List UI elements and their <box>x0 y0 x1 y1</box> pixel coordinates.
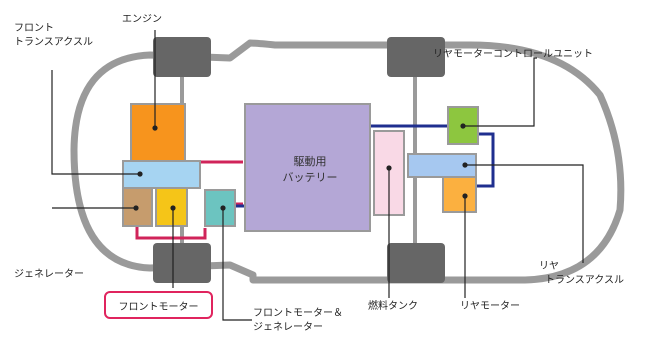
front-transaxle-label-line2: トランスアクスル <box>14 37 93 48</box>
front-motor-generator-label: フロントモーター＆ ジェネレーター <box>253 307 343 335</box>
rear-control-unit-label: リヤモーターコントロールユニット <box>433 49 593 60</box>
leader-dots <box>133 123 468 211</box>
pcu-block <box>204 189 236 227</box>
front-left-wheel <box>153 37 211 77</box>
front-motor-generator-label-line2: ジェネレーター <box>253 322 323 333</box>
wire-blue-rear-loop <box>476 132 495 188</box>
front-transaxle-label-line1: フロント <box>14 23 54 34</box>
wire-red-generator-loop <box>135 225 207 240</box>
rear-motor-block <box>442 176 477 213</box>
car-body-outline <box>70 39 625 284</box>
front-motor-generator-label-line1: フロントモーター＆ <box>253 308 343 319</box>
front-transaxle-label: フロント トランスアクスル <box>14 22 93 50</box>
fuel-tank-label: 燃料タンク <box>368 301 418 312</box>
battery-label-line2: バッテリー <box>282 171 338 184</box>
engine-label: エンジン <box>122 14 162 25</box>
rear-right-wheel <box>387 243 445 283</box>
rear-transaxle-label-line2: トランスアクスル <box>545 275 624 286</box>
rear-transaxle-label: リヤ トランスアクスル <box>537 260 632 288</box>
front-motor-label: フロントモーター <box>118 301 199 313</box>
front-right-wheel <box>153 243 211 283</box>
engine-block <box>130 103 186 167</box>
battery-label-line1: 駆動用 <box>293 155 327 168</box>
battery-label: 駆動用 バッテリー <box>270 154 350 186</box>
rear-left-wheel <box>387 37 445 77</box>
rear-motor-label: リヤモーター <box>460 301 520 312</box>
generator-label: ジェネレーター <box>14 269 84 280</box>
rear-transaxle-label-line1: リヤ <box>539 261 559 272</box>
leader-lines <box>51 30 584 321</box>
front-motor-label-highlight: フロントモーター <box>104 291 213 319</box>
battery-block <box>244 103 371 232</box>
